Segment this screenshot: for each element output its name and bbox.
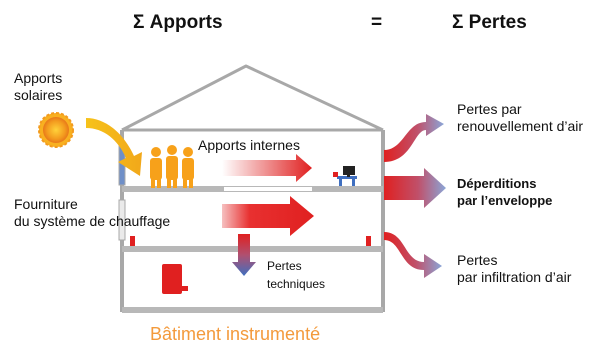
solar-gains-label-line2: solaires xyxy=(14,87,63,103)
equals-sign: = xyxy=(371,12,383,33)
roof xyxy=(121,64,384,132)
ventilation-loss-arrow xyxy=(384,114,444,162)
floor-slab-middle xyxy=(122,246,383,252)
pertes-sum-title: Σ Pertes xyxy=(452,12,527,33)
floor-slab-ground xyxy=(122,307,383,313)
heating-supply-label-line2: du système de chauffage xyxy=(14,213,171,229)
envelope-loss-label-line2: par l’enveloppe xyxy=(457,193,553,208)
radiator-icon-middle-left xyxy=(130,236,135,246)
internal-gains-label: Apports internes xyxy=(198,137,300,153)
solar-gain-arrow xyxy=(86,118,142,176)
heating-supply-arrow xyxy=(222,196,314,236)
envelope-loss-arrow xyxy=(384,168,446,208)
sun-icon xyxy=(38,112,74,148)
desk-icon xyxy=(333,166,357,186)
window-left-lower xyxy=(118,199,126,241)
radiator-icon-middle-right xyxy=(366,236,371,246)
people-icon xyxy=(150,145,194,188)
technical-losses-label-line2: techniques xyxy=(267,277,326,291)
envelope-loss-label-line1: Déperditions xyxy=(457,176,537,191)
boiler-icon xyxy=(162,264,188,294)
diagram-caption: Bâtiment instrumenté xyxy=(150,324,321,344)
ventilation-loss-label-line2: renouvellement d’air xyxy=(457,118,584,134)
technical-losses-arrow xyxy=(232,234,256,276)
infiltration-loss-arrow xyxy=(384,232,442,278)
infiltration-loss-label-line1: Pertes xyxy=(457,252,498,268)
apports-sum-title: Σ Apports xyxy=(133,12,223,33)
heating-supply-label-line1: Fourniture xyxy=(14,196,78,212)
ventilation-loss-label-line1: Pertes par xyxy=(457,101,522,117)
internal-gains-arrow xyxy=(222,154,312,182)
infiltration-loss-label-line2: par infiltration d’air xyxy=(457,269,572,285)
technical-losses-label-line1: Pertes xyxy=(267,259,302,273)
slab-opening xyxy=(224,187,312,191)
solar-gains-label-line1: Apports xyxy=(14,70,63,86)
